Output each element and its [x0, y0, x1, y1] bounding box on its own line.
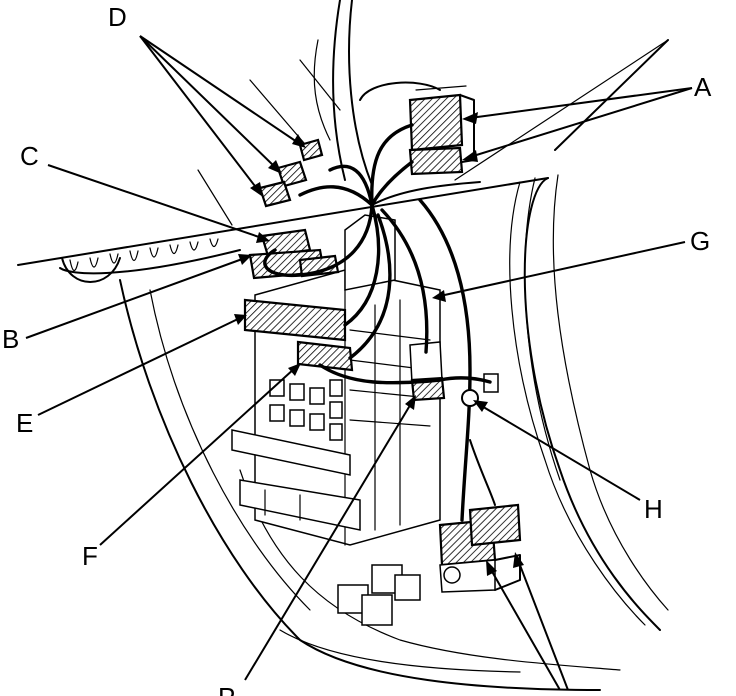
- callout-a: A: [694, 72, 712, 102]
- wire-harness: [263, 81, 496, 522]
- connector-a: [408, 85, 475, 176]
- connector-e: [243, 298, 347, 342]
- grommet-h: [461, 389, 479, 407]
- callout-c: C: [20, 141, 39, 171]
- callout-e: E: [16, 408, 33, 438]
- fuse-relay-box: [231, 214, 441, 626]
- callout-p: P: [218, 682, 235, 696]
- callout-f: F: [82, 541, 98, 571]
- fuse-grid: [269, 379, 343, 441]
- callout-h: H: [644, 494, 663, 524]
- callout-d: D: [108, 2, 127, 32]
- connector-f: [296, 340, 354, 372]
- leader-lines: [25, 35, 693, 691]
- connector-lower-right: [438, 373, 522, 593]
- connector-p: [409, 341, 446, 402]
- callout-g: G: [690, 226, 710, 256]
- callout-b: B: [2, 324, 19, 354]
- connector-d: [258, 138, 324, 208]
- body-panel-outline: [17, 0, 669, 691]
